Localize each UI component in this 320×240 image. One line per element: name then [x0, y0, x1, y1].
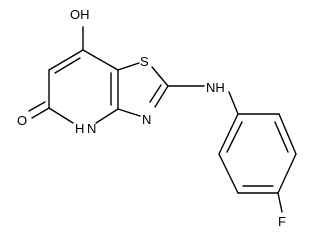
thiazole-nitrogen-label: N	[142, 112, 151, 127]
bond-ar2-ar3-double	[274, 121, 289, 153]
bond-c7-c6	[48, 49, 84, 71]
amine-nh-label: NH	[206, 80, 225, 95]
atom-labels: OH O S N N H NH F	[17, 7, 286, 229]
bond-ar5-ar6	[218, 153, 239, 194]
bond-n4-c3a	[95, 108, 119, 124]
chemical-structure: OH O S N N H NH F	[17, 7, 297, 229]
bond-ar6-ar1-double	[226, 121, 243, 153]
bond-c5-o-double	[28, 101, 46, 112]
bond-ar6-ar1	[218, 113, 239, 155]
carbonyl-oxygen-label: O	[17, 113, 27, 128]
hydroxyl-label: OH	[70, 7, 90, 22]
bond-nh-ar	[228, 91, 239, 115]
bond-s-c2	[151, 66, 169, 87]
bonds	[28, 26, 297, 213]
bond-c5-o	[31, 107, 50, 119]
bond-c2-n3	[154, 85, 169, 108]
bond-c7a-s	[117, 62, 140, 71]
bond-c5-n4	[48, 107, 74, 124]
bond-c2-n3-double	[149, 84, 162, 103]
bond-c7a-c7	[82, 49, 119, 71]
bond-c7-c6-double	[54, 57, 81, 74]
bond-ar3-ar4	[277, 153, 297, 194]
sulfur-label: S	[140, 54, 149, 69]
pyridone-nh-hydrogen-label: H	[75, 121, 84, 136]
bond-ar2-ar3	[278, 113, 297, 155]
pyridone-nitrogen-label: N	[87, 121, 96, 136]
fluorine-label: F	[278, 214, 286, 229]
bond-n3-c3a	[117, 108, 141, 117]
bond-ar4-f	[277, 192, 283, 213]
